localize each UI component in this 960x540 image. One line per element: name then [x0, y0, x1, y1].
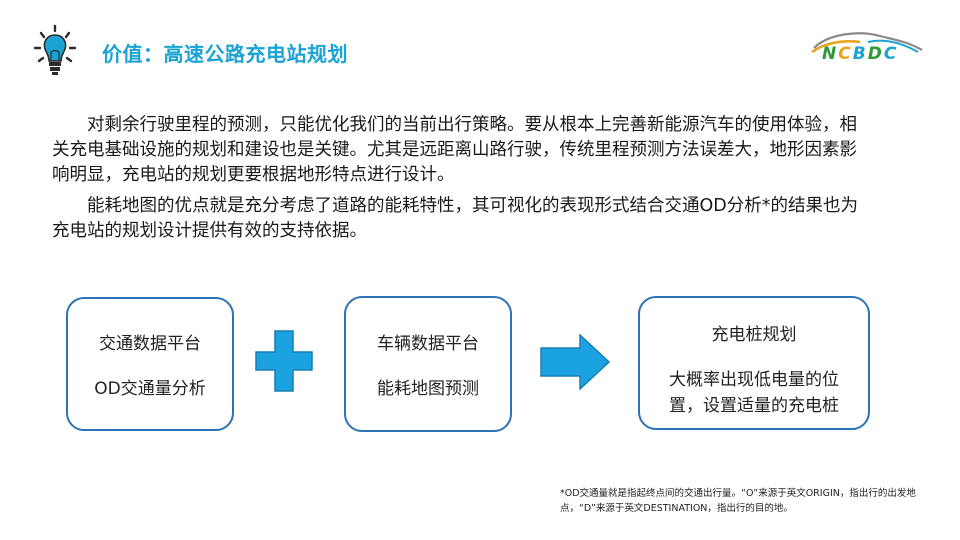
- title-bar: 价值：高速公路充电站规划: [30, 24, 348, 76]
- box1-line2: OD交通量分析: [94, 379, 206, 399]
- ncbdc-logo: NCBDC: [808, 28, 928, 68]
- page-title: 价值：高速公路充电站规划: [102, 41, 348, 66]
- logo-text: NCBDC: [822, 44, 899, 64]
- body-text: 对剩余行驶里程的预测，只能优化我们的当前出行策略。要从根本上完善新能源汽车的使用…: [52, 113, 872, 250]
- vehicle-data-platform-box: 车辆数据平台 能耗地图预测: [344, 296, 512, 432]
- plus-icon: [255, 330, 313, 392]
- box3-desc: 大概率出现低电量的位置，设置适量的充电桩: [669, 370, 839, 416]
- box3-title: 充电桩规划: [711, 325, 797, 345]
- box2-line2: 能耗地图预测: [377, 379, 479, 399]
- right-arrow-icon: [540, 334, 610, 390]
- traffic-data-platform-box: 交通数据平台 OD交通量分析: [66, 297, 234, 431]
- paragraph-2: 能耗地图的优点就是充分考虑了道路的能耗特性，其可视化的表现形式结合交通OD分析*…: [52, 196, 858, 241]
- footnote: *OD交通量就是指起终点间的交通出行量。“O”来源于英文ORIGIN，指出行的出…: [560, 488, 916, 514]
- logo-swoosh: [811, 32, 923, 54]
- lightbulb-icon: [33, 24, 77, 75]
- paragraph-1: 对剩余行驶里程的预测，只能优化我们的当前出行策略。要从根本上完善新能源汽车的使用…: [52, 115, 857, 185]
- charging-pile-planning-box: 充电桩规划 大概率出现低电量的位置，设置适量的充电桩: [638, 296, 870, 430]
- box2-line1: 车辆数据平台: [377, 334, 479, 354]
- box1-line1: 交通数据平台: [99, 334, 201, 354]
